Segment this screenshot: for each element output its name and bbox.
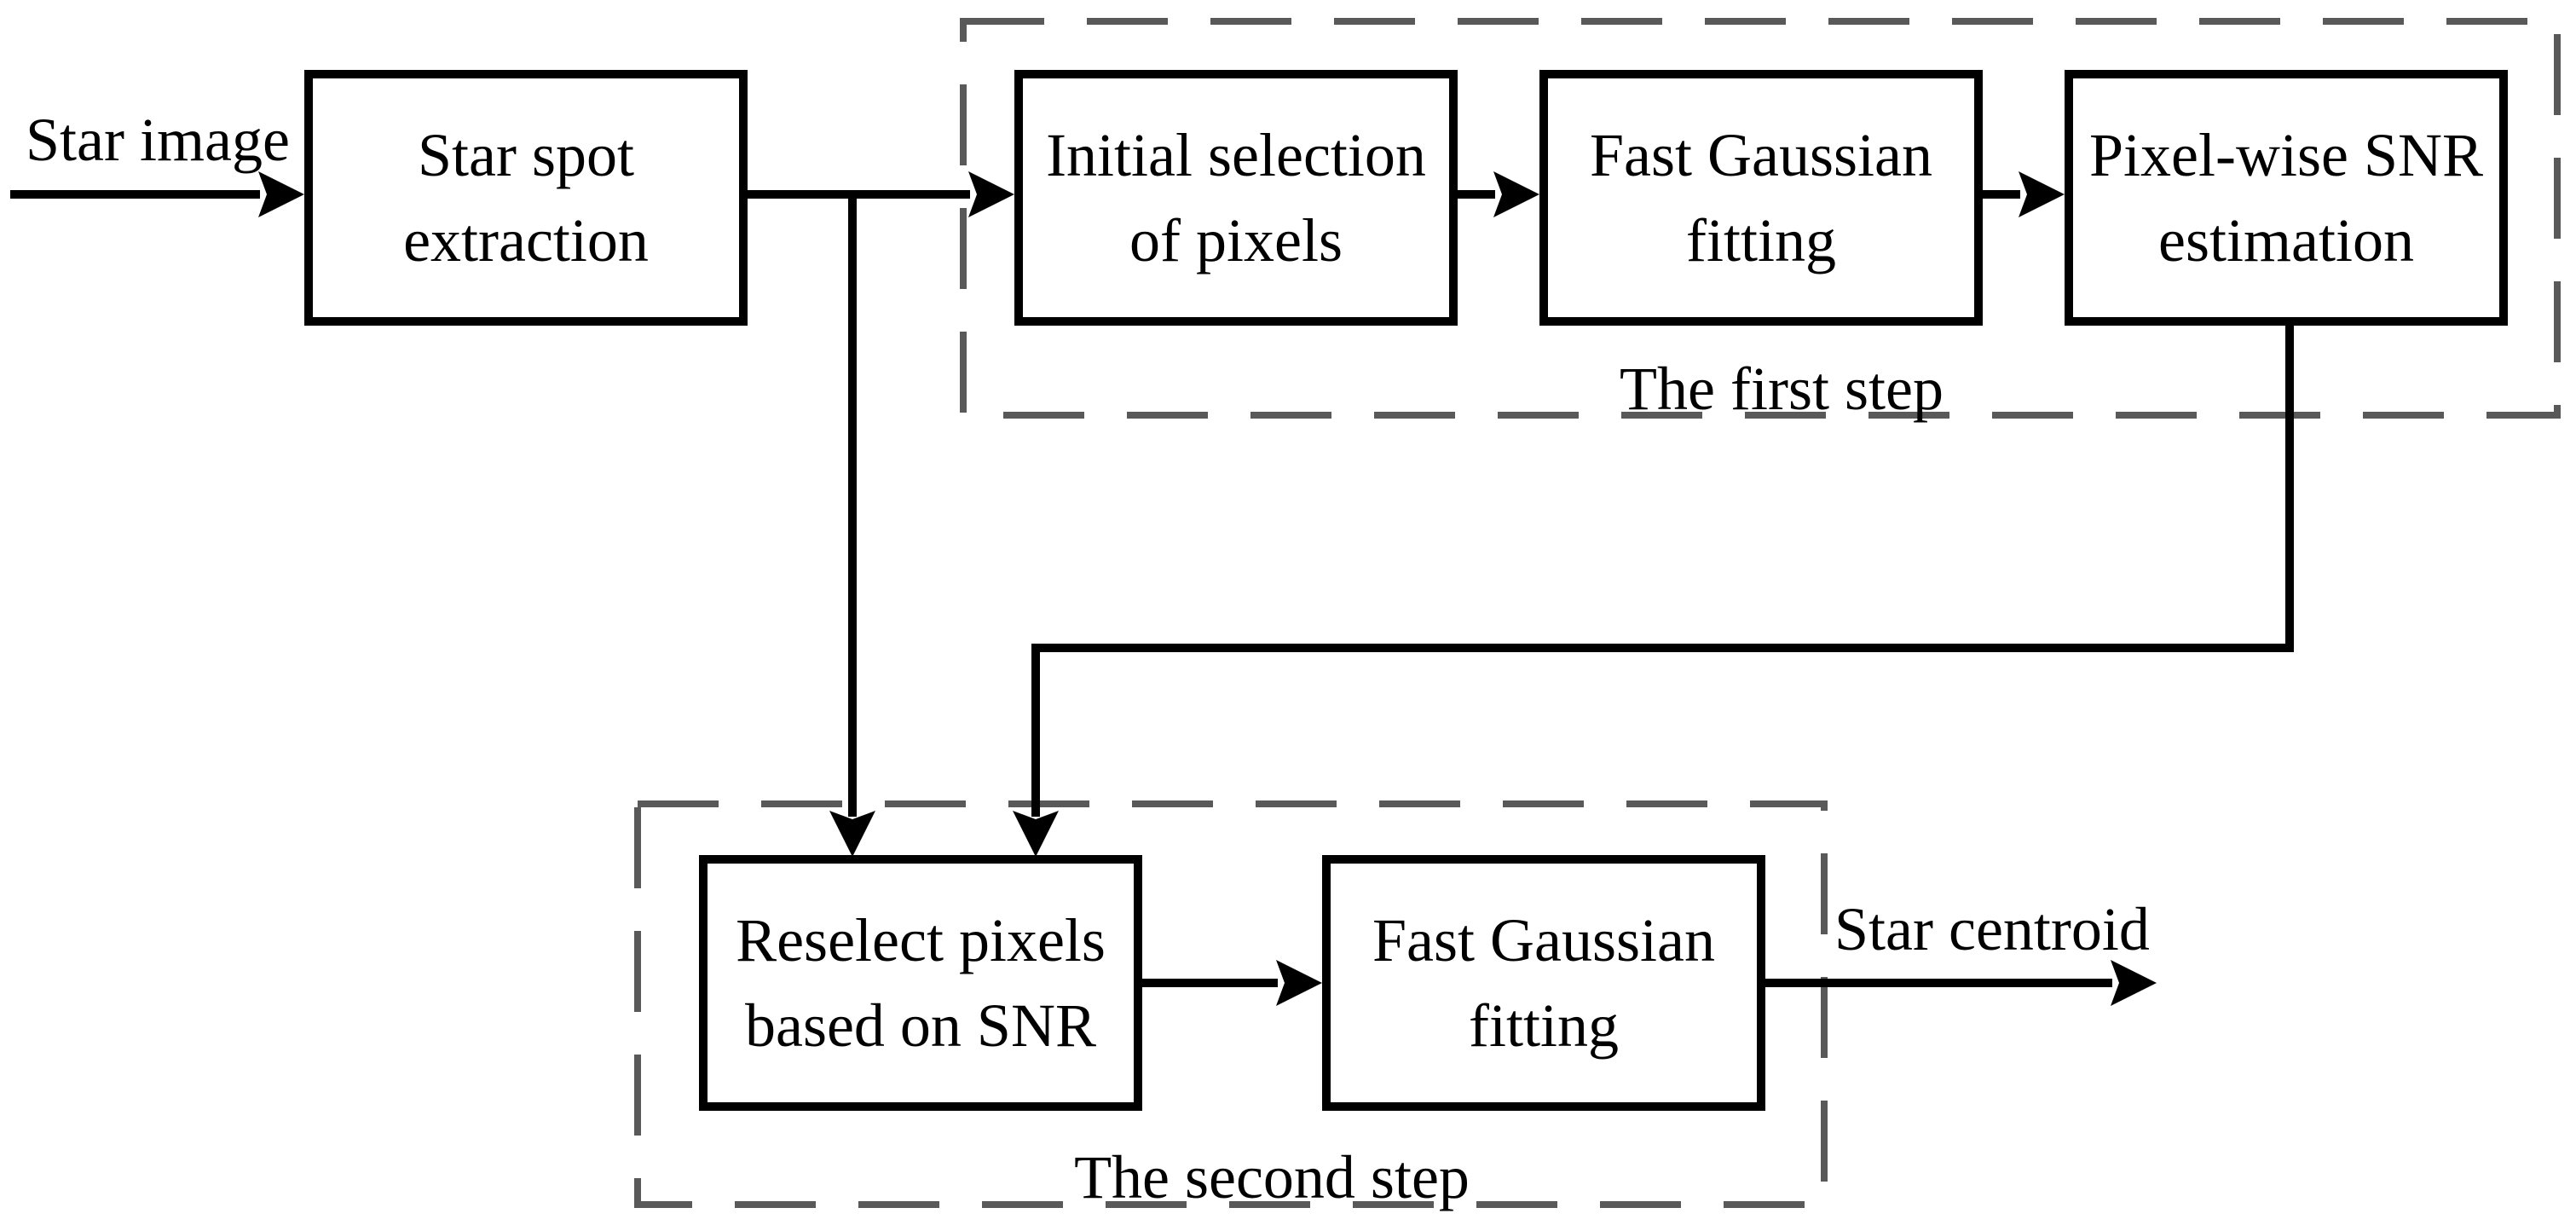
box-pixel-wise-snr-estimation-line2: estimation — [2158, 206, 2414, 275]
dashed-step-regions — [634, 18, 2561, 1208]
box-fast-gaussian-fitting-2-line2: fitting — [1469, 991, 1619, 1060]
arrowhead-into-star-spot — [258, 171, 304, 217]
label-first-step: The first step — [1620, 355, 1944, 423]
arrowhead-into-pixel-wise-snr — [2019, 171, 2065, 217]
box-initial-selection-line1: Initial selection — [1046, 121, 1426, 189]
box-star-spot-extraction-line1: Star spot — [417, 121, 634, 189]
box-fast-gaussian-fitting-1-line1: Fast Gaussian — [1590, 121, 1932, 189]
label-star-image: Star image — [26, 106, 290, 174]
box-pixel-wise-snr-estimation: Pixel-wise SNR estimation — [2065, 70, 2508, 326]
arrowhead-into-initial-selection — [968, 171, 1014, 217]
box-reselect-pixels-line2: based on SNR — [745, 991, 1096, 1060]
label-star-centroid: Star centroid — [1834, 895, 2150, 963]
box-fast-gaussian-fitting-1: Fast Gaussian fitting — [1539, 70, 1983, 326]
box-fast-gaussian-fitting-2: Fast Gaussian fitting — [1322, 855, 1765, 1111]
label-second-step: The second step — [1074, 1143, 1470, 1211]
box-fast-gaussian-fitting-1-line2: fitting — [1686, 206, 1836, 275]
second-step-dashed-box — [634, 800, 1828, 1208]
flow-lines — [10, 190, 2294, 987]
box-star-spot-extraction: Star spot extraction — [304, 70, 748, 326]
arrowhead-into-fast-gaussian-2 — [1276, 960, 1322, 1006]
line-pixelwise-elbow-to-reselect — [1031, 326, 2294, 817]
arrowhead-into-fast-gaussian-1 — [1493, 171, 1539, 217]
box-fast-gaussian-fitting-2-line1: Fast Gaussian — [1372, 906, 1715, 974]
box-pixel-wise-snr-estimation-line1: Pixel-wise SNR — [2088, 121, 2484, 189]
box-initial-selection-line2: of pixels — [1129, 206, 1343, 275]
arrowhead-junction-into-reselect — [829, 811, 875, 857]
arrowheads — [258, 171, 2157, 1006]
arrowhead-elbow-into-reselect — [1013, 811, 1059, 857]
arrowhead-star-centroid-output — [2111, 960, 2157, 1006]
box-initial-selection: Initial selection of pixels — [1014, 70, 1458, 326]
box-reselect-pixels-line1: Reselect pixels — [736, 906, 1106, 974]
box-star-spot-extraction-line2: extraction — [403, 206, 649, 275]
box-reselect-pixels: Reselect pixels based on SNR — [699, 855, 1142, 1111]
first-step-dashed-box — [960, 18, 2561, 419]
